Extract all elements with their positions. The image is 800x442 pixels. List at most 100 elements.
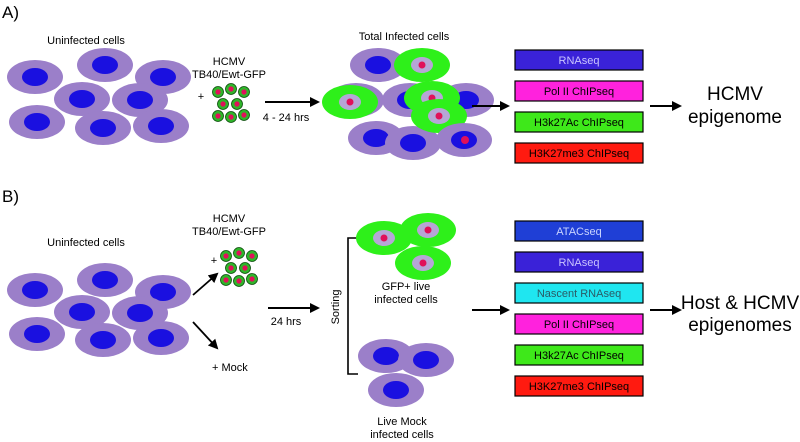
gfp-infected-cell	[322, 85, 378, 119]
nucleus	[24, 325, 50, 343]
nucleus	[92, 271, 118, 289]
result-line2-b: epigenomes	[688, 315, 792, 336]
cell	[133, 109, 189, 143]
total-infected-label: Total Infected cells	[359, 31, 450, 43]
cell	[75, 111, 131, 145]
nucleus	[22, 68, 48, 86]
time-label-a: 4 - 24 hrs	[263, 112, 310, 124]
plus-sign-b: +	[211, 255, 217, 267]
virion-icon	[212, 86, 224, 98]
mock-label: + Mock	[212, 362, 248, 374]
assay-label: RNAseq	[559, 257, 600, 269]
gfp-infected-cell	[356, 221, 412, 255]
nucleus	[150, 68, 176, 86]
nucleus	[413, 351, 439, 369]
virion-icon	[220, 250, 232, 262]
arrow-to-mock-b	[192, 321, 219, 350]
assay-box: ATACseq	[514, 220, 644, 242]
viral-dot	[346, 98, 354, 106]
nucleus	[92, 56, 118, 74]
assay-box: RNAseq	[514, 251, 644, 273]
cell	[9, 105, 65, 139]
cell	[398, 343, 454, 377]
virion-icon	[231, 98, 243, 110]
sorting-bracket	[347, 237, 358, 375]
uninfected-cell-cluster-b	[7, 263, 191, 357]
cell	[112, 83, 168, 117]
uninfected-cells-label-b: Uninfected cells	[47, 237, 125, 249]
viral-dot	[419, 259, 427, 267]
assay-box: H3k27Ac ChIPseq	[514, 111, 644, 133]
cell	[385, 126, 441, 160]
gfp-positive-cell-cluster	[356, 213, 456, 280]
nucleus	[363, 129, 389, 147]
cell	[7, 60, 63, 94]
virion-icon	[246, 250, 258, 262]
gfp-label-line2: infected cells	[374, 294, 438, 306]
sorting-label: Sorting	[330, 290, 342, 325]
mock-cell-cluster	[358, 339, 454, 407]
assay-label: RNAseq	[559, 55, 600, 67]
virion-icon	[238, 109, 250, 121]
assay-label: ATACseq	[556, 226, 601, 238]
assay-box: H3K27me3 ChIPseq	[514, 142, 644, 164]
nucleus	[150, 283, 176, 301]
infected-cell	[436, 123, 492, 157]
panel-b-label: B)	[2, 187, 19, 206]
nucleus	[24, 113, 50, 131]
nucleus	[373, 347, 399, 365]
nucleus	[127, 91, 153, 109]
panel-a-label: A)	[2, 3, 19, 22]
nucleus	[127, 304, 153, 322]
nucleus	[22, 281, 48, 299]
assay-box: H3k27Ac ChIPseq	[514, 344, 644, 366]
cell	[75, 323, 131, 357]
cell	[368, 373, 424, 407]
gfp-infected-cell	[400, 213, 456, 247]
cell	[350, 48, 406, 82]
gfp-infected-cell	[394, 48, 450, 82]
virion-icon	[225, 262, 237, 274]
assay-label: H3k27Ac ChIPseq	[534, 350, 624, 362]
result-line1-a: HCMV	[707, 84, 763, 105]
assay-box: RNAseq	[514, 49, 644, 71]
arrow-to-hcmv-b	[192, 272, 219, 296]
plus-sign-a: +	[198, 91, 204, 103]
nucleus	[148, 117, 174, 135]
nucleus	[69, 303, 95, 321]
viral-dot	[418, 61, 426, 69]
time-label-b: 24 hrs	[271, 316, 302, 328]
virion-icon	[220, 274, 232, 286]
virion-cluster-a	[212, 83, 250, 123]
virion-icon	[225, 83, 237, 95]
virion-icon	[217, 98, 229, 110]
viral-dot	[424, 226, 432, 234]
viral-dot	[461, 136, 469, 144]
cell	[54, 82, 110, 116]
cell	[7, 273, 63, 307]
cell	[77, 48, 133, 82]
result-line1-b: Host & HCMV	[681, 293, 800, 314]
nucleus	[400, 134, 426, 152]
virus-name-a: HCMV	[213, 56, 246, 68]
nucleus	[90, 331, 116, 349]
infected-cell-cluster-a	[322, 48, 494, 160]
virus-name-b: HCMV	[213, 213, 246, 225]
cell	[54, 295, 110, 329]
assay-box: H3K27me3 ChIPseq	[514, 375, 644, 397]
uninfected-cell-cluster-a	[7, 48, 191, 145]
virion-icon	[238, 86, 250, 98]
nucleus	[383, 381, 409, 399]
assay-label: H3K27me3 ChIPseq	[529, 381, 629, 393]
virion-cluster-b	[220, 247, 258, 287]
assay-box: Pol II ChIPseq	[514, 80, 644, 102]
assay-label: Pol II ChIPseq	[544, 86, 614, 98]
nucleus	[90, 119, 116, 137]
viral-dot	[380, 234, 388, 242]
assay-label: Nascent RNAseq	[537, 288, 621, 300]
cell	[112, 296, 168, 330]
cell	[133, 321, 189, 355]
virion-icon	[212, 110, 224, 122]
nucleus	[148, 329, 174, 347]
